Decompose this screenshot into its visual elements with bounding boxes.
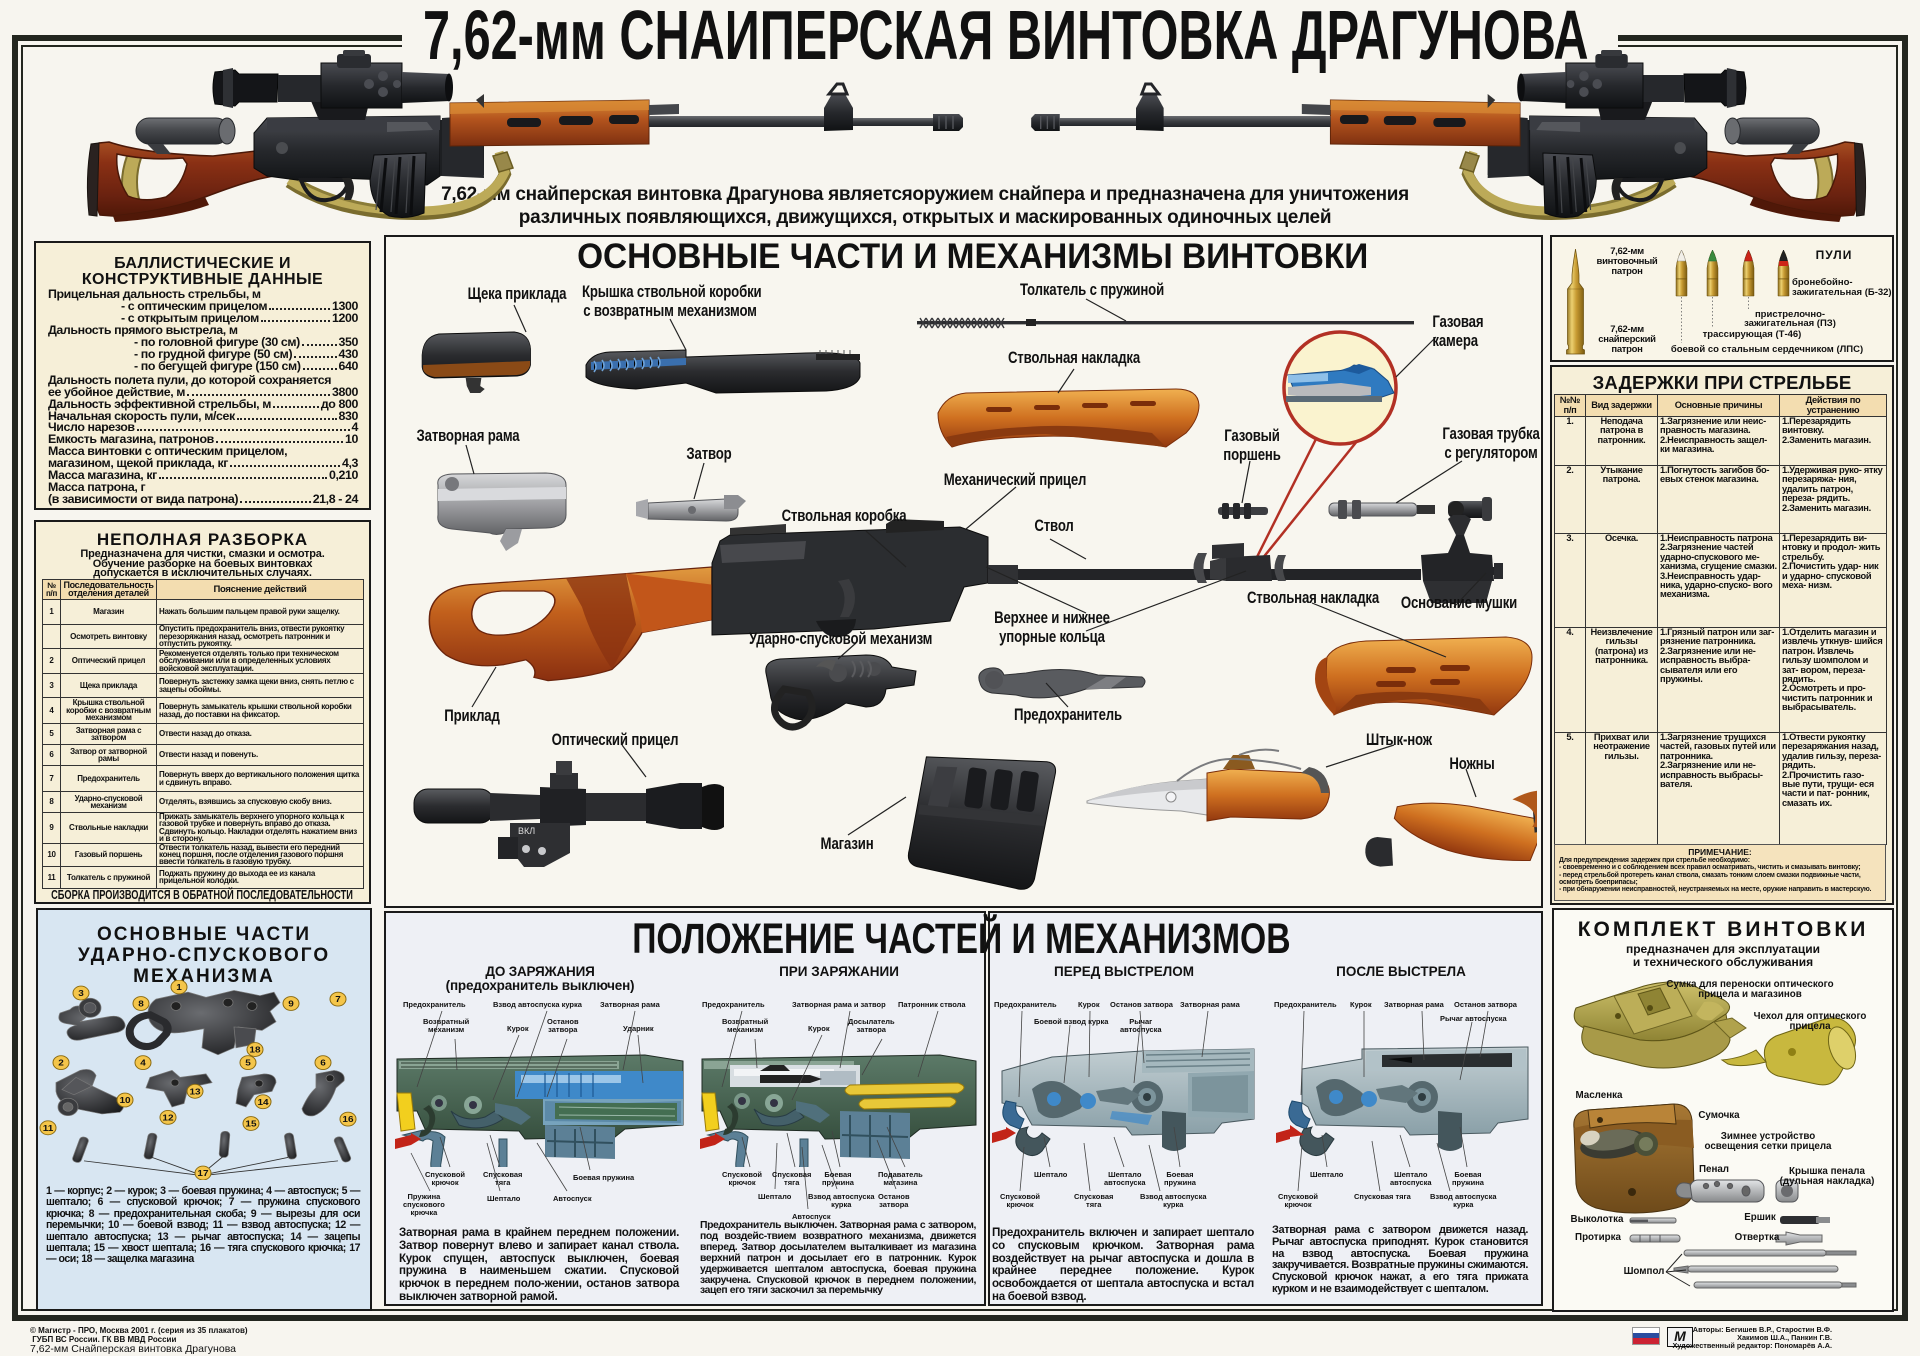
svg-text:10: 10: [119, 1096, 130, 1105]
svg-text:ВКЛ: ВКЛ: [518, 826, 535, 836]
svg-text:9: 9: [288, 999, 294, 1008]
svg-text:17: 17: [197, 1169, 208, 1178]
svg-text:6: 6: [320, 1058, 326, 1067]
svg-text:18: 18: [249, 1045, 260, 1054]
svg-text:11: 11: [43, 1123, 54, 1132]
svg-text:5: 5: [245, 1058, 251, 1067]
svg-text:15: 15: [245, 1119, 256, 1128]
svg-text:14: 14: [257, 1097, 269, 1106]
svg-text:7: 7: [335, 995, 341, 1004]
svg-text:1: 1: [176, 983, 182, 992]
svg-text:2: 2: [58, 1058, 64, 1067]
svg-text:16: 16: [342, 1115, 353, 1124]
svg-text:3: 3: [78, 989, 84, 998]
svg-text:12: 12: [162, 1113, 173, 1122]
svg-text:13: 13: [189, 1087, 200, 1096]
svg-text:4: 4: [140, 1058, 146, 1067]
svg-text:8: 8: [138, 999, 144, 1008]
